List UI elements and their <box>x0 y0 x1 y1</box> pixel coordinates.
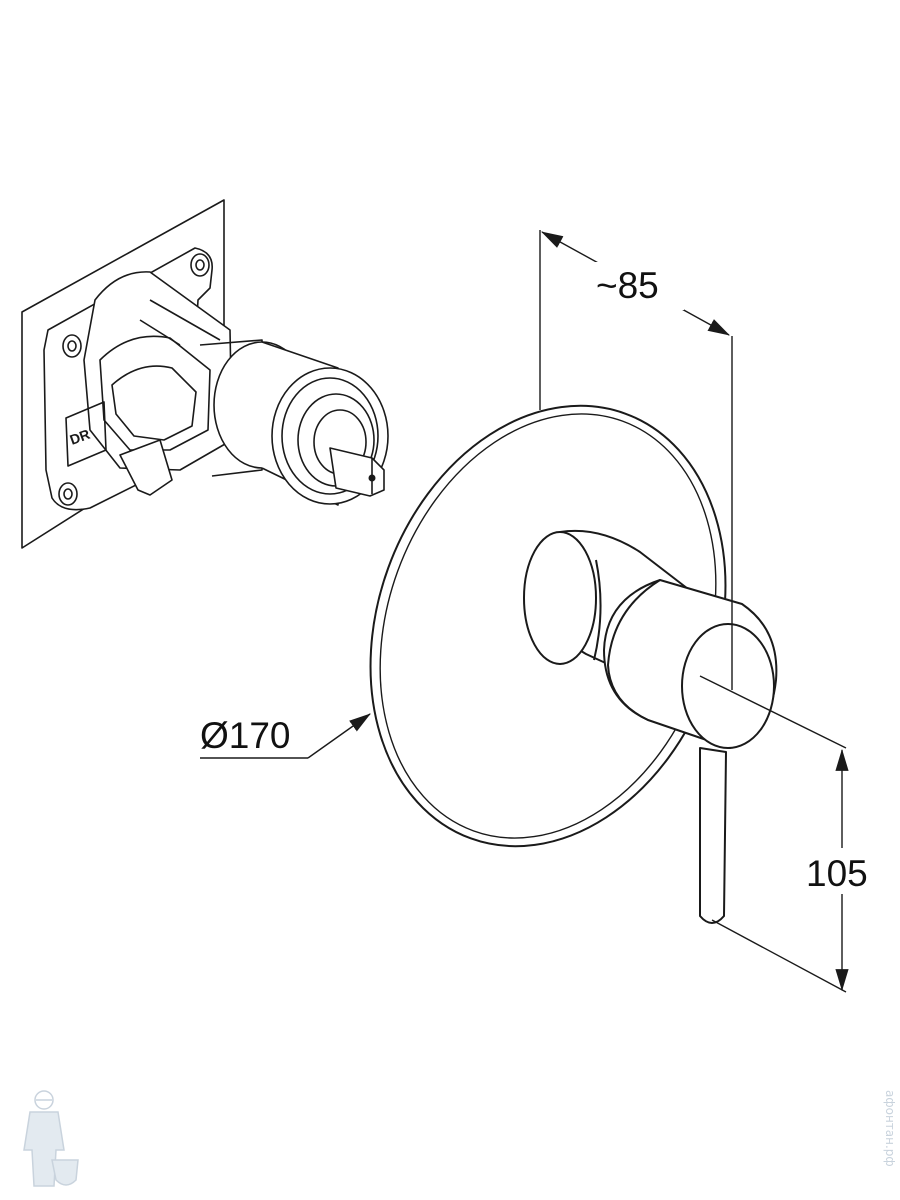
watermark-text: афонтан.рф <box>883 1090 897 1167</box>
mixer-handle <box>523 529 778 924</box>
diameter-dimension-label: Ø170 <box>200 715 291 756</box>
lever <box>699 747 727 924</box>
screw-hole <box>190 253 210 277</box>
screw-hole <box>62 334 82 358</box>
screw-hole <box>58 482 78 506</box>
dimension-diameter <box>200 713 371 759</box>
concealed-valve-body: DR <box>21 199 389 549</box>
plumber-mascot-icon <box>23 1090 79 1187</box>
height-dimension-label: 105 <box>806 853 868 894</box>
handle-front-face <box>681 623 775 749</box>
depth-dimension-label: ~85 <box>596 265 659 306</box>
valve-marking: DR <box>68 426 92 448</box>
bracket <box>119 439 173 496</box>
